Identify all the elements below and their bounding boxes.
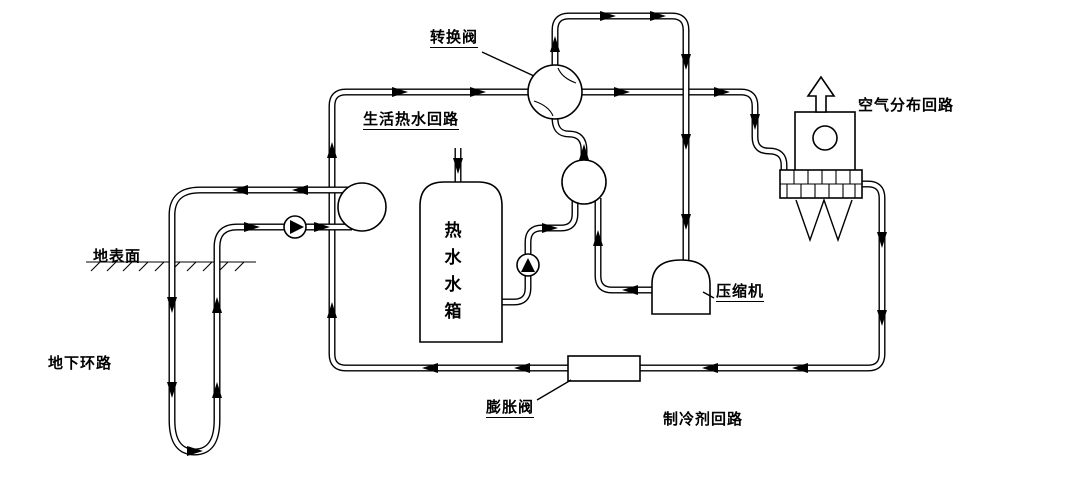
air-coil-bricks bbox=[779, 169, 863, 199]
label-refrigerant-circuit: 制冷剂回路 bbox=[663, 410, 744, 428]
label-underground-loop: 地下环路 bbox=[48, 354, 113, 372]
label-expansion-valve: 膨胀阀 bbox=[486, 398, 535, 418]
ground-loop-pipes bbox=[168, 186, 352, 456]
label-compressor: 压缩机 bbox=[716, 282, 765, 302]
air-handler bbox=[779, 75, 863, 243]
reversing-valve-symbol bbox=[527, 64, 583, 120]
label-leader-lines bbox=[481, 51, 715, 401]
fan-icon bbox=[812, 125, 838, 151]
reversing-valve-leader-line bbox=[481, 51, 535, 77]
label-ground-surface: 地表面 bbox=[93, 247, 142, 265]
label-reversing-valve: 转换阀 bbox=[430, 28, 479, 48]
hot-water-tank bbox=[419, 181, 503, 343]
expansion-valve-symbol bbox=[567, 355, 641, 382]
label-air-distribution-circuit: 空气分布回路 bbox=[858, 96, 955, 114]
compressor-leader-line bbox=[702, 291, 715, 299]
hot-water-heat-exchanger-coil bbox=[561, 159, 607, 205]
label-hot-water-tank: 热水水箱 bbox=[444, 221, 462, 322]
label-domestic-hot-water-circuit: 生活热水回路 bbox=[363, 110, 460, 130]
compressor-suction-pipe bbox=[551, 12, 690, 270]
hot-water-pump-icon bbox=[516, 253, 540, 277]
airflow-zigzag bbox=[795, 197, 853, 243]
ground-heat-exchanger-coil bbox=[337, 182, 387, 232]
compressor-symbol bbox=[651, 259, 711, 315]
compressor-discharge-pipe bbox=[594, 198, 654, 294]
expansion-valve-leader-line bbox=[536, 379, 572, 401]
air-flow-arrow-icon bbox=[806, 75, 836, 113]
ground-loop-pump-icon bbox=[283, 215, 307, 239]
coil-to-valve-pipe bbox=[551, 117, 588, 168]
